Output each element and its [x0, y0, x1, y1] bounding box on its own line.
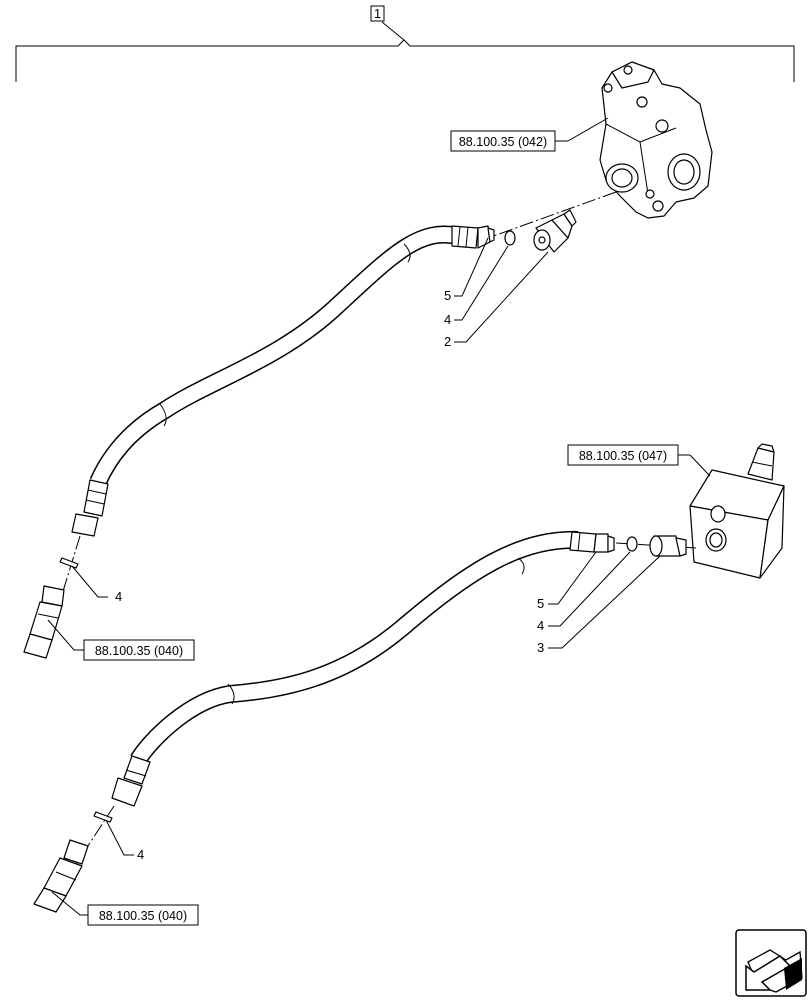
callout-lower-adapter-3: 3 [537, 640, 544, 655]
callout-upper-coupler-oring-4: 4 [115, 589, 122, 604]
valve-block-047 [689, 443, 785, 579]
ref-box-upper-coupler[interactable]: 88.100.35 (040) [83, 639, 195, 661]
lower-hose-fitting [569, 531, 615, 553]
lower-hose [130, 530, 579, 765]
ref-label-upper-coupler: 88.100.35 (040) [95, 644, 183, 658]
ref-label-lower-coupler: 88.100.35 (040) [99, 909, 187, 923]
callout-upper-fitting-5: 5 [444, 288, 451, 303]
upper-adapter [533, 209, 577, 253]
previous-page-arrow-icon[interactable] [735, 929, 807, 997]
leader-lines [47, 117, 711, 916]
upper-oring [504, 230, 516, 246]
ref-box-top-valve[interactable]: 88.100.35 (042) [450, 130, 556, 152]
callout-upper-oring-4: 4 [444, 312, 451, 327]
lower-coupler-oring [93, 811, 113, 823]
lower-oring [626, 536, 638, 552]
lower-hose-lower-fitting [111, 755, 151, 807]
ref-label-top-valve: 88.100.35 (042) [459, 135, 547, 149]
upper-axis-line [487, 191, 617, 239]
assembly-bracket: 1 [15, 5, 795, 82]
callout-lower-oring-4: 4 [537, 618, 544, 633]
callout-lower-fitting-5: 5 [537, 596, 544, 611]
upper-hose-lower-fitting [71, 479, 109, 537]
callout-upper-adapter-2: 2 [444, 334, 451, 349]
valve-body-042 [599, 61, 713, 219]
assembly-item-number: 1 [374, 6, 381, 21]
upper-coupler-oring [59, 557, 79, 569]
lower-quick-coupler [33, 839, 89, 913]
upper-hose [89, 225, 460, 486]
ref-box-lower-coupler[interactable]: 88.100.35 (040) [87, 904, 199, 926]
ref-label-right-block: 88.100.35 (047) [579, 449, 667, 463]
upper-quick-coupler [23, 585, 65, 659]
lower-adapter [649, 535, 687, 557]
callout-lower-coupler-oring-4: 4 [137, 847, 144, 862]
upper-hose-fitting [451, 225, 495, 249]
lower-axis-line [599, 541, 697, 549]
ref-box-right-block[interactable]: 88.100.35 (047) [567, 444, 679, 466]
